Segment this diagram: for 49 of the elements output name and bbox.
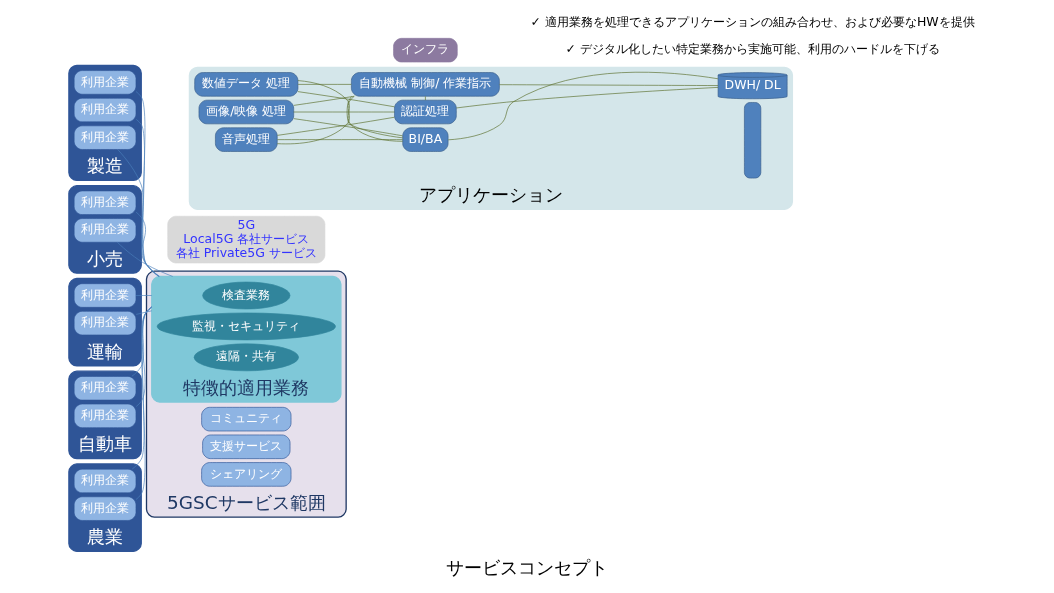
node-ellipse: 遠隔・共有 xyxy=(193,343,299,372)
connector xyxy=(447,71,718,141)
connector xyxy=(293,118,403,137)
connector xyxy=(455,87,718,109)
node-box: 利用企業 xyxy=(73,125,136,150)
connector xyxy=(135,310,152,315)
node-box: 画像/映像 処理 xyxy=(198,99,294,125)
connector xyxy=(293,95,355,106)
connector xyxy=(346,96,403,139)
node-box: 利用企業 xyxy=(73,496,136,521)
node-box: シェアリング xyxy=(200,462,291,487)
connector xyxy=(297,84,352,85)
node-bar xyxy=(743,102,761,179)
node-box: 認証処理 xyxy=(393,99,457,125)
node-box: 利用企業 xyxy=(73,218,136,243)
connector xyxy=(276,139,403,140)
node-box: BI/BA xyxy=(401,127,448,152)
label: ✓ 適用業務を処理できるアプリケーションの組み合わせ、および必要なHWを提供 xyxy=(530,13,975,29)
node-box: インフラ xyxy=(392,38,458,63)
connector xyxy=(116,241,173,277)
node-box: 利用企業 xyxy=(73,70,136,95)
node-box: 利用企業 xyxy=(73,97,136,123)
connector xyxy=(135,119,159,277)
node-box: 利用企業 xyxy=(73,376,136,401)
connector xyxy=(424,96,426,101)
connector xyxy=(498,84,718,86)
node-box: 支援サービス xyxy=(201,434,290,459)
connector xyxy=(276,95,355,145)
connector xyxy=(276,116,395,136)
connector xyxy=(135,295,152,296)
label: ✓ デジタル化したい特定業務から実施可能、利用のハードルを下げる xyxy=(564,41,940,57)
node-box: コミュニティ xyxy=(200,407,291,432)
node-box: 音声処理 xyxy=(214,127,278,152)
connector xyxy=(297,80,403,142)
node-box: 数値データ 処理 xyxy=(193,72,298,97)
node-box: 利用企業 xyxy=(73,403,136,429)
connector xyxy=(292,111,395,113)
node-box: 自動機械 制御/ 作業指示 xyxy=(350,72,500,97)
node-box: 5G Local5G 各社サービス 各社 Private5G サービス xyxy=(166,215,325,264)
connector xyxy=(116,149,159,277)
node-box: 利用企業 xyxy=(73,283,136,308)
connector xyxy=(297,91,395,108)
connector xyxy=(135,211,160,277)
node-ellipse: 検査業務 xyxy=(201,281,290,310)
node-box: 利用企業 xyxy=(73,310,136,336)
caption: サービスコンセプト xyxy=(446,556,608,578)
node-box: 利用企業 xyxy=(73,190,136,215)
node-ellipse: 監視・セキュリティ xyxy=(156,312,336,341)
node-box: 利用企業 xyxy=(73,468,136,494)
